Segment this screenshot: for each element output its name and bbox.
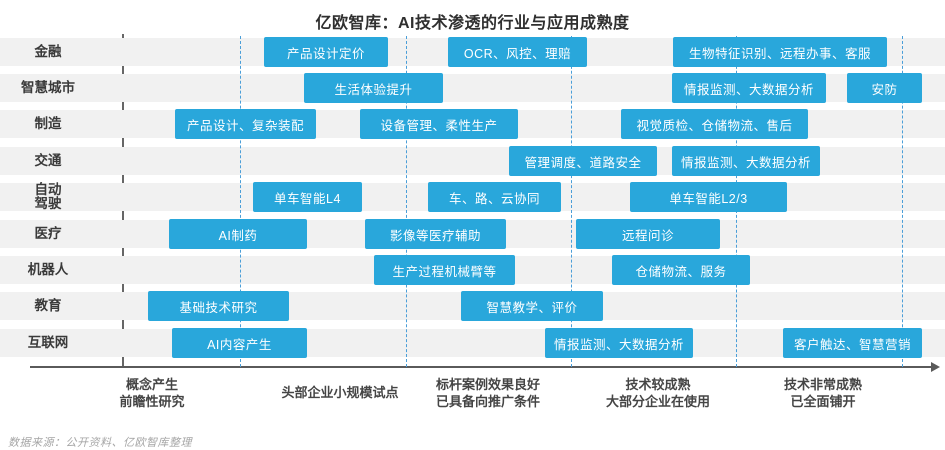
application-box: 单车智能L4 [253,182,362,212]
application-box: 生活体验提升 [304,73,443,103]
application-box: 影像等医疗辅助 [365,219,506,249]
application-box: 情报监测、大数据分析 [545,328,693,358]
application-box: 仓储物流、服务 [612,255,750,285]
application-box: 安防 [847,73,922,103]
application-box: 客户触达、智慧营销 [783,328,922,358]
industry-row-label: 智慧城市 [21,80,75,95]
stage-label: 技术较成熟大部分企业在使用 [605,377,710,409]
application-box: AI内容产生 [172,328,307,358]
application-box: 生物特征识别、远程办事、客服 [673,37,887,67]
industry-row-label: 金融 [34,44,62,59]
industry-row-label: 教育 [34,298,62,313]
stage-label: 标杆案例效果良好已具备向推广条件 [435,377,540,409]
industry-row-label: 互联网 [27,335,69,350]
application-box: 视觉质检、仓储物流、售后 [621,109,808,139]
application-box: OCR、风控、理赔 [448,37,587,67]
data-source-note: 数据来源：公开资料、亿欧智库整理 [8,437,192,449]
application-box: 车、路、云协同 [428,182,561,212]
x-axis-arrow-icon [931,362,940,372]
application-box: 单车智能L2/3 [630,182,787,212]
industry-row-label: 医疗 [34,226,62,241]
application-box: 情报监测、大数据分析 [672,73,826,103]
application-box: 远程问诊 [576,219,720,249]
application-box: 情报监测、大数据分析 [672,146,820,176]
application-box: 基础技术研究 [148,291,289,321]
application-box: 智慧教学、评价 [461,291,603,321]
stage-divider-line [571,36,572,367]
industry-row-label: 交通 [34,153,62,168]
application-box: 管理调度、道路安全 [509,146,657,176]
application-box: 产品设计、复杂装配 [175,109,316,139]
stage-label: 头部企业小规模试点 [281,385,399,400]
stage-divider-line [902,36,903,367]
stage-divider-line [240,36,241,367]
chart-title: 亿欧智库：AI技术渗透的行业与应用成熟度 [315,15,630,32]
x-axis-line [30,366,933,368]
industry-row-label: 机器人 [27,262,69,277]
application-box: 设备管理、柔性生产 [360,109,518,139]
application-box: AI制药 [169,219,307,249]
stage-divider-line [406,36,407,367]
stage-label: 技术非常成熟已全面铺开 [783,377,862,409]
application-box: 生产过程机械臂等 [374,255,515,285]
industry-row-label: 自动驾驶 [34,182,62,211]
stage-label: 概念产生前瞻性研究 [119,377,185,409]
industry-row-label: 制造 [34,116,62,131]
application-box: 产品设计定价 [264,37,388,67]
